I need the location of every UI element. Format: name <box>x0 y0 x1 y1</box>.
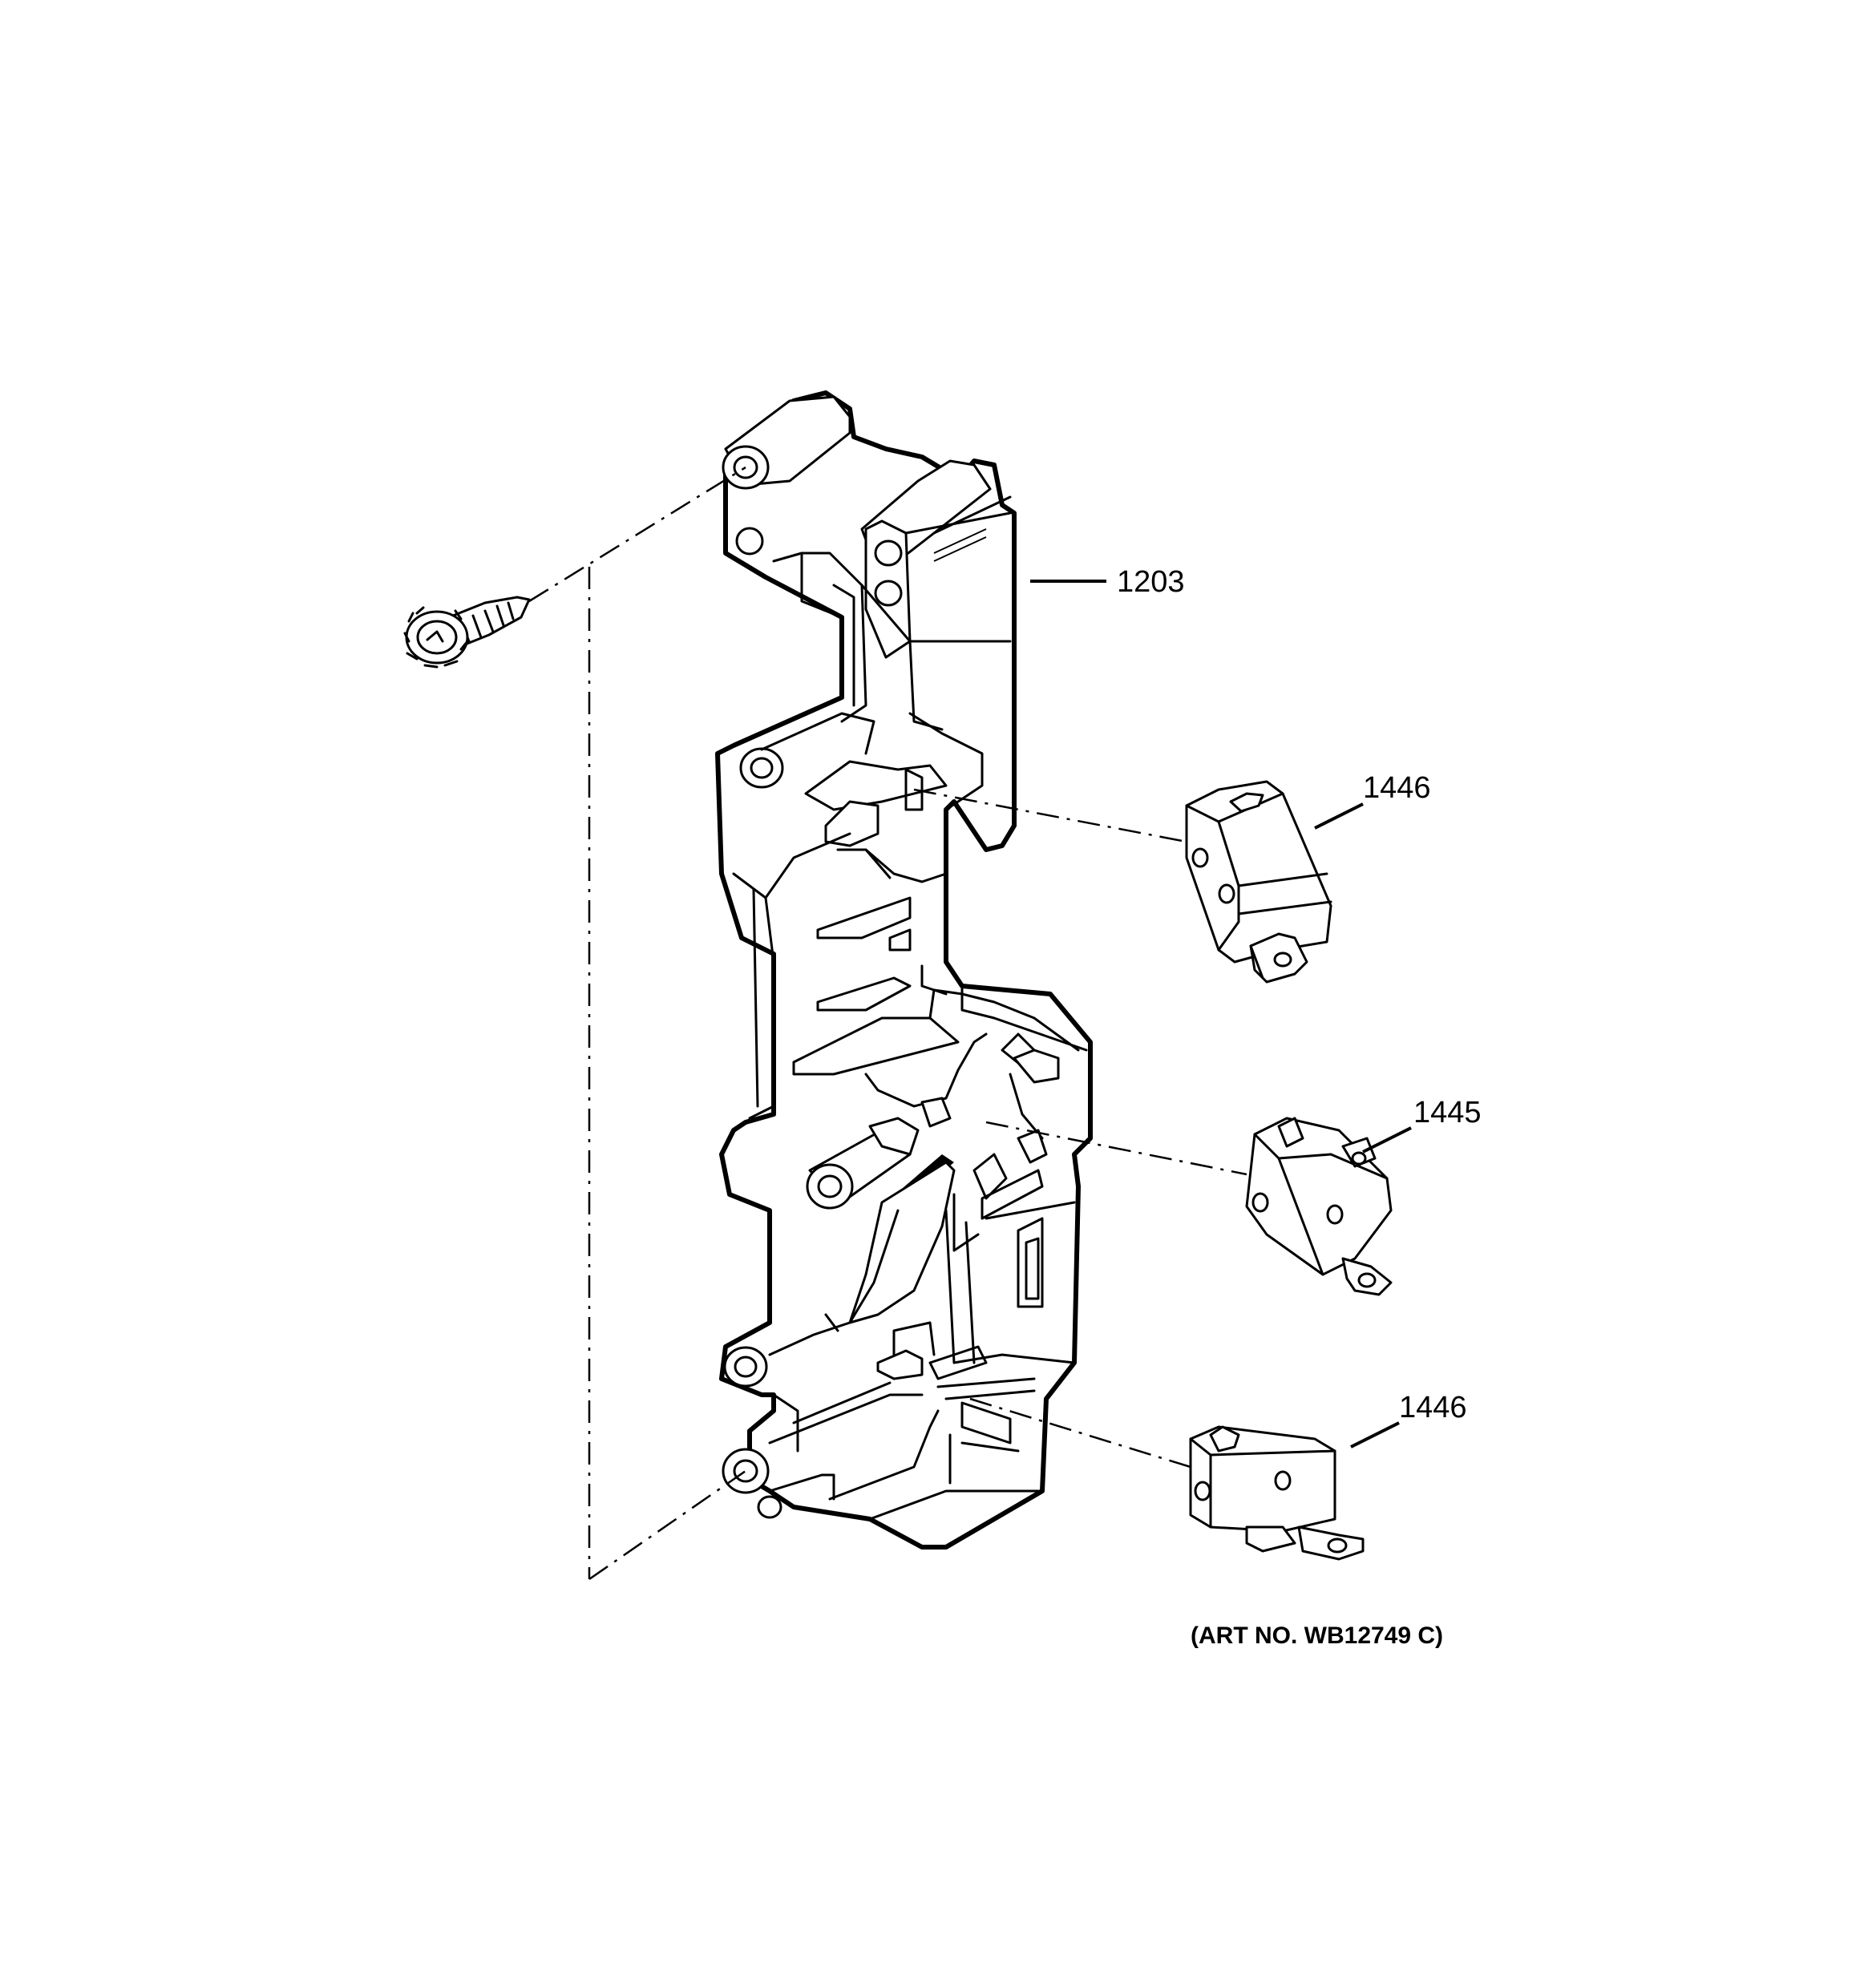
callout-1445: 1445 <box>1362 1096 1482 1154</box>
mounting-screw-part[interactable] <box>403 596 531 669</box>
assembly-lines <box>528 466 1247 1581</box>
micro-switch-top-part[interactable] <box>1185 780 1332 984</box>
callout-1446-top: 1446 <box>1314 771 1431 830</box>
callout-label-1446-top: 1446 <box>1363 771 1431 805</box>
callout-1446-bottom: 1446 <box>1350 1391 1467 1449</box>
callout-label-1203: 1203 <box>1117 565 1185 599</box>
latch-bracket-part[interactable] <box>715 390 1093 1550</box>
callout-label-1445: 1445 <box>1413 1096 1482 1129</box>
callout-label-1446-bottom: 1446 <box>1399 1391 1467 1424</box>
micro-switch-middle-part[interactable] <box>1245 1117 1393 1296</box>
callout-1203: 1203 <box>1030 565 1185 599</box>
art-number: (ART NO. WB12749 C) <box>1191 1622 1443 1649</box>
micro-switch-bottom-part[interactable] <box>1189 1425 1365 1561</box>
